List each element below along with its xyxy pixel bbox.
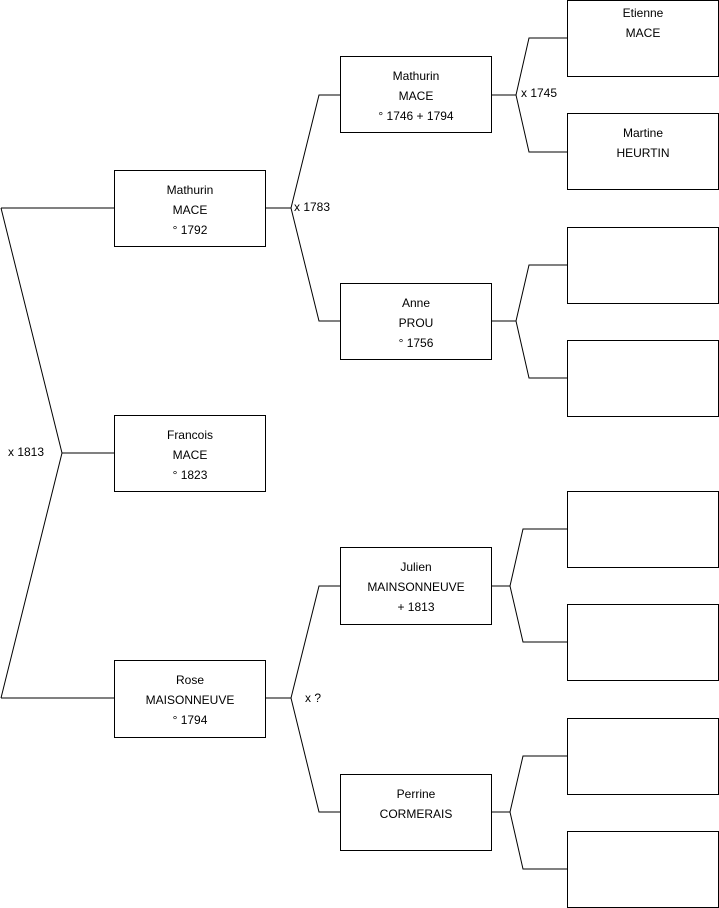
- person-box-empty-mgm-mother: [567, 831, 719, 908]
- person-last-name: MAISONNEUVE: [145, 693, 235, 707]
- person-last-name: MACE: [172, 203, 208, 217]
- person-box-paternal-grandmother: Anne PROU ° 1756: [340, 283, 492, 360]
- person-first-name: Mathurin: [166, 183, 214, 197]
- person-dates: ° 1746 + 1794: [378, 109, 454, 123]
- person-box-empty-mgf-mother: [567, 604, 719, 681]
- person-first-name: Anne: [401, 296, 431, 310]
- person-box-maternal-grandfather: Julien MAINSONNEUVE + 1813: [340, 547, 492, 625]
- person-box-mother: Rose MAISONNEUVE ° 1794: [114, 660, 266, 738]
- marriage-label-maternal: x ?: [305, 691, 322, 705]
- connector-father-fork: [290, 94, 341, 322]
- marriage-label-parents: x 1813: [8, 445, 45, 459]
- person-first-name: Francois: [166, 428, 213, 442]
- person-first-name: Martine: [622, 126, 663, 140]
- connector-mother-fork: [290, 585, 341, 813]
- connector-mgm-fork: [509, 755, 567, 870]
- person-dates: ° 1792: [172, 223, 208, 237]
- connector-pgm-fork: [515, 264, 567, 379]
- person-box-empty-pgm-mother: [567, 340, 719, 417]
- person-box-paternal-grandfather: Mathurin MACE ° 1746 + 1794: [340, 56, 492, 133]
- connector-mgf-fork: [509, 528, 567, 643]
- person-last-name: MACE: [398, 89, 434, 103]
- person-last-name: MAINSONNEUVE: [367, 580, 465, 594]
- person-last-name: PROU: [398, 316, 434, 330]
- connector-pgf-fork: [515, 37, 567, 153]
- person-last-name: CORMERAIS: [379, 807, 453, 821]
- person-first-name: Mathurin: [392, 69, 440, 83]
- person-box-pgf-mother: Martine HEURTIN: [567, 113, 719, 190]
- person-first-name: Perrine: [396, 787, 436, 801]
- person-box-pgf-father: Etienne MACE: [567, 0, 719, 77]
- person-box-empty-mgm-father: [567, 718, 719, 795]
- person-box-maternal-grandmother: Perrine CORMERAIS: [340, 774, 492, 851]
- person-dates: ° 1823: [172, 468, 208, 482]
- person-first-name: Etienne: [622, 6, 664, 20]
- person-last-name: MACE: [172, 448, 208, 462]
- person-first-name: Julien: [400, 560, 432, 574]
- person-box-empty-mgf-father: [567, 491, 719, 568]
- marriage-label-pgf: x 1745: [521, 86, 558, 100]
- person-dates: ° 1794: [172, 713, 208, 727]
- person-last-name: MACE: [625, 26, 661, 40]
- person-first-name: Rose: [175, 673, 204, 687]
- person-last-name: HEURTIN: [616, 146, 670, 160]
- person-box-root: Francois MACE ° 1823: [114, 415, 266, 492]
- person-dates: ° 1756: [398, 336, 434, 350]
- marriage-label-paternal: x 1783: [294, 200, 331, 214]
- person-box-father: Mathurin MACE ° 1792: [114, 170, 266, 247]
- person-dates: + 1813: [397, 600, 435, 614]
- person-box-empty-pgm-father: [567, 227, 719, 304]
